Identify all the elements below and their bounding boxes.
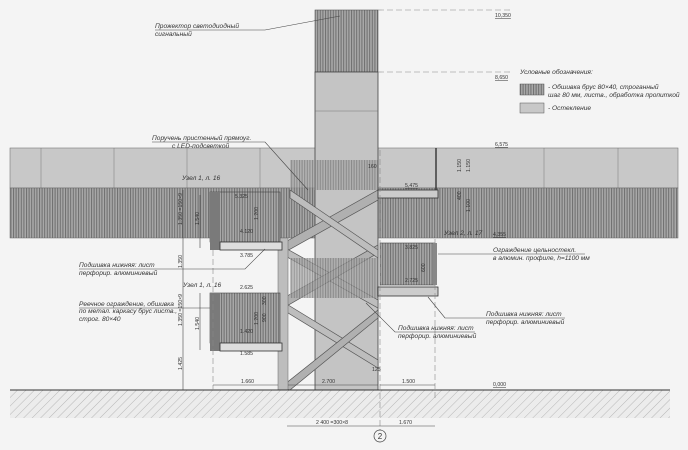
landing-upper-slab [377,189,439,199]
note-railing: Реечное ограждение, обшивка [79,300,174,308]
dim-2700: 2.700 [322,379,335,385]
dim-v-1350-upper: 1.350 =150×9 [178,193,184,225]
glass-fence [433,243,437,285]
dim-v-1425: 1.425 [178,357,184,370]
dimensions: 1.660 2.700 1.500 2 400 =300×8 1.670 5.3… [178,159,472,427]
note-glass-fence: Ограждение цельностекл. [493,246,576,254]
balcony-right-railing [379,242,436,286]
balcony-lower-slab [219,342,283,352]
dim-1500: 1.500 [402,379,415,385]
level-8650: 8,650 [495,75,508,81]
dim-v-900: 900 [262,313,268,322]
note-soffit-center: Подшивка нижняя: лист [398,324,474,332]
dim-1670: 1.670 [399,420,412,426]
note-soffit-center-2: перфорир. алюминиевый [398,332,477,340]
note-glass-fence-2: в алюмин. профиле, h=1100 мм [493,255,590,262]
dim-v-400: 400 [457,191,463,200]
ground-hatch [10,390,670,418]
dim-v-1540-lower: 1.540 [195,317,201,330]
legend-item-glazing: - Остекление [548,105,591,112]
dim-125: 125 [372,367,381,373]
stair-railing-upper [290,160,378,190]
legend: Условные обозначения: - Обшивка брус 80×… [519,68,680,114]
dim-v-1150-b: 1.150 [466,159,472,172]
level-5475: 5,475 [405,183,418,189]
dim-v-1350-lower: 1.350 =150×9 [178,294,184,326]
level-10350: 10,350 [495,13,511,19]
note-soffit-right-2: перфорир. алюминиевый [486,318,565,326]
note-node1-lower: Узел 1, л. 16 [182,282,222,289]
tower-top-cladding [314,9,379,73]
note-node1-upper: Узел 1, л. 16 [181,175,221,182]
note-railing-2: по метал. каркасу брус листв., [79,307,177,315]
legend-item-cladding-2: шаг 80 мм, листв., обработка пропиткой [548,91,680,99]
note-projector: Прожектор светодиодный [155,22,239,30]
balcony-lower-edge [210,293,220,351]
dim-3785: 3.785 [240,253,253,259]
balcony-upper-edge [210,192,220,250]
dim-v-1200-upper: 1.200 [254,207,260,220]
legend-title: Условные обозначения: [519,68,593,76]
dim-2625: 2.625 [240,285,253,291]
dim-1585: 1.585 [240,351,253,357]
dim-3825: 3.825 [405,245,418,251]
dim-v-1150-a: 1.150 [457,159,463,172]
dim-v-600: 600 [421,263,427,272]
note-node2: Узел 2, л. 17 [443,230,483,237]
dim-v-1350: 1.350 [178,255,184,268]
dim-v-300: 300 [262,296,268,305]
axis-marker [373,429,387,443]
glazing-mullions [40,148,619,188]
dim-2725: 2.725 [405,278,418,284]
legend-item-cladding: - Обшивка брус 80×40, строганный [548,83,659,91]
dim-v-1200-lower: 1.200 [254,312,260,325]
dim-160: 160 [368,164,377,170]
balcony-right-slab [377,286,439,297]
level-0000: 0,000 [493,382,506,388]
dim-4120: 4.120 [240,229,253,235]
dim-2400: 2 400 =300×8 [316,420,348,426]
axis-label: 2 [378,432,383,441]
level-4355: 4,355 [493,232,506,238]
dim-v-1100: 1.100 [466,199,472,212]
dim-1660: 1.660 [241,379,254,385]
note-soffit-left: Подшивка нижняя: лист [79,261,155,269]
stair-railing-lower [290,258,378,298]
legend-swatch-cladding [519,83,545,96]
note-handrail: Поручень пристенный прямоуг. [152,134,251,142]
note-railing-3: строг. 80×40 [79,316,121,323]
level-6575: 6,575 [495,142,508,148]
dim-5325: 5.325 [235,194,248,200]
balcony-lower-railing [209,292,281,344]
dim-1420: 1.420 [240,329,253,335]
note-soffit-right: Подшивка нижняя: лист [486,310,562,318]
note-handrail-2: с LED-подсветкой [172,142,230,150]
balcony-upper-slab [219,241,283,251]
note-soffit-left-2: перфорир. алюминиевый [79,269,158,277]
annotations: Прожектор светодиодный сигнальный Поруче… [79,15,590,340]
note-projector-2: сигнальный [155,30,192,38]
dim-v-1540-upper: 1.540 [195,212,201,225]
level-marks: 10,350 8,650 6,575 5,475 4,355 0,000 [405,13,511,388]
legend-swatch-glazing [519,102,545,114]
